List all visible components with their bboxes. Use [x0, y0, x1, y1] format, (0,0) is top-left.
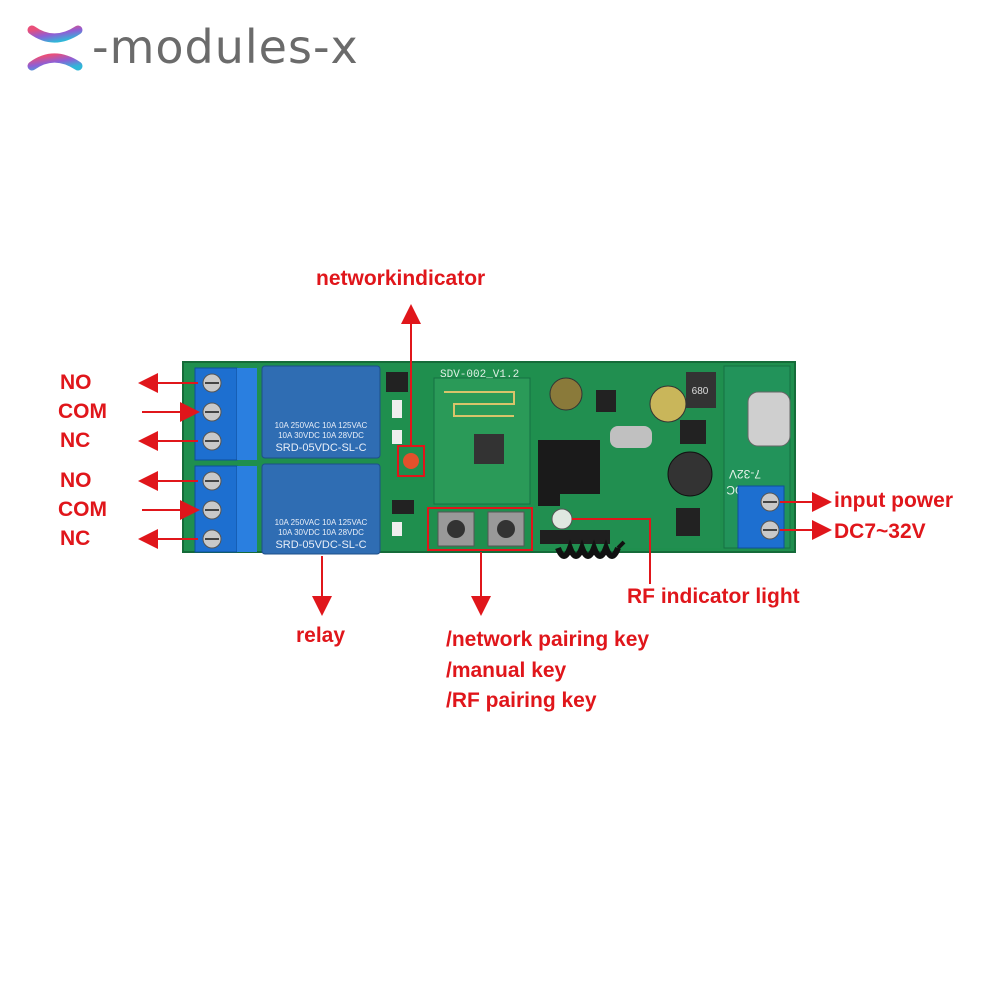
label-no-1: NO — [60, 371, 92, 394]
label-rf-indicator: RF indicator light — [627, 585, 800, 608]
label-rf-pairing-key: /RF pairing key — [446, 689, 597, 712]
relay-2: 10A 250VAC 10A 125VAC 10A 30VDC 10A 28VD… — [261, 463, 381, 555]
terminal-block-1 — [194, 367, 257, 461]
usb-c-port — [747, 391, 791, 447]
brand-name: -modules-x — [92, 20, 359, 74]
label-com-1: COM — [58, 400, 107, 423]
power-terminal — [737, 485, 785, 549]
rf-indicator-led — [551, 508, 573, 530]
inductor-label: 680 — [692, 386, 709, 397]
antenna — [555, 539, 621, 559]
label-com-2: COM — [58, 498, 107, 521]
pairing-keys — [427, 507, 533, 551]
relay-rating-2: 10A 30VDC 10A 28VDC — [278, 431, 364, 440]
relay-model: SRD-05VDC-SL-C — [275, 442, 366, 454]
voltage-silk: 7-32V — [729, 467, 761, 481]
relay-model: SRD-05VDC-SL-C — [275, 539, 366, 551]
label-nc-2: NC — [60, 527, 91, 550]
relay-rating-1: 10A 250VAC 10A 125VAC — [275, 518, 368, 527]
wifi-module: SDV-002_V1.2 — [433, 369, 531, 505]
label-network-pairing-key: /network pairing key — [446, 628, 650, 651]
label-voltage: DC7~32V — [834, 520, 926, 543]
terminal-block-2 — [194, 465, 257, 553]
network-led — [403, 453, 419, 469]
label-no-2: NO — [60, 469, 92, 492]
relay-1: 10A 250VAC 10A 125VAC 10A 30VDC 10A 28VD… — [261, 365, 381, 459]
label-input-power: input power — [834, 489, 953, 512]
label-relay: relay — [296, 624, 346, 647]
module-label: SDV-002_V1.2 — [440, 369, 519, 381]
x-logo-icon — [27, 25, 83, 71]
label-manual-key: /manual key — [446, 659, 567, 682]
relay-rating-2: 10A 30VDC 10A 28VDC — [278, 528, 364, 537]
relay-rating-1: 10A 250VAC 10A 125VAC — [275, 421, 368, 430]
label-nc-1: NC — [60, 429, 91, 452]
label-network-indicator: networkindicator — [316, 267, 486, 290]
